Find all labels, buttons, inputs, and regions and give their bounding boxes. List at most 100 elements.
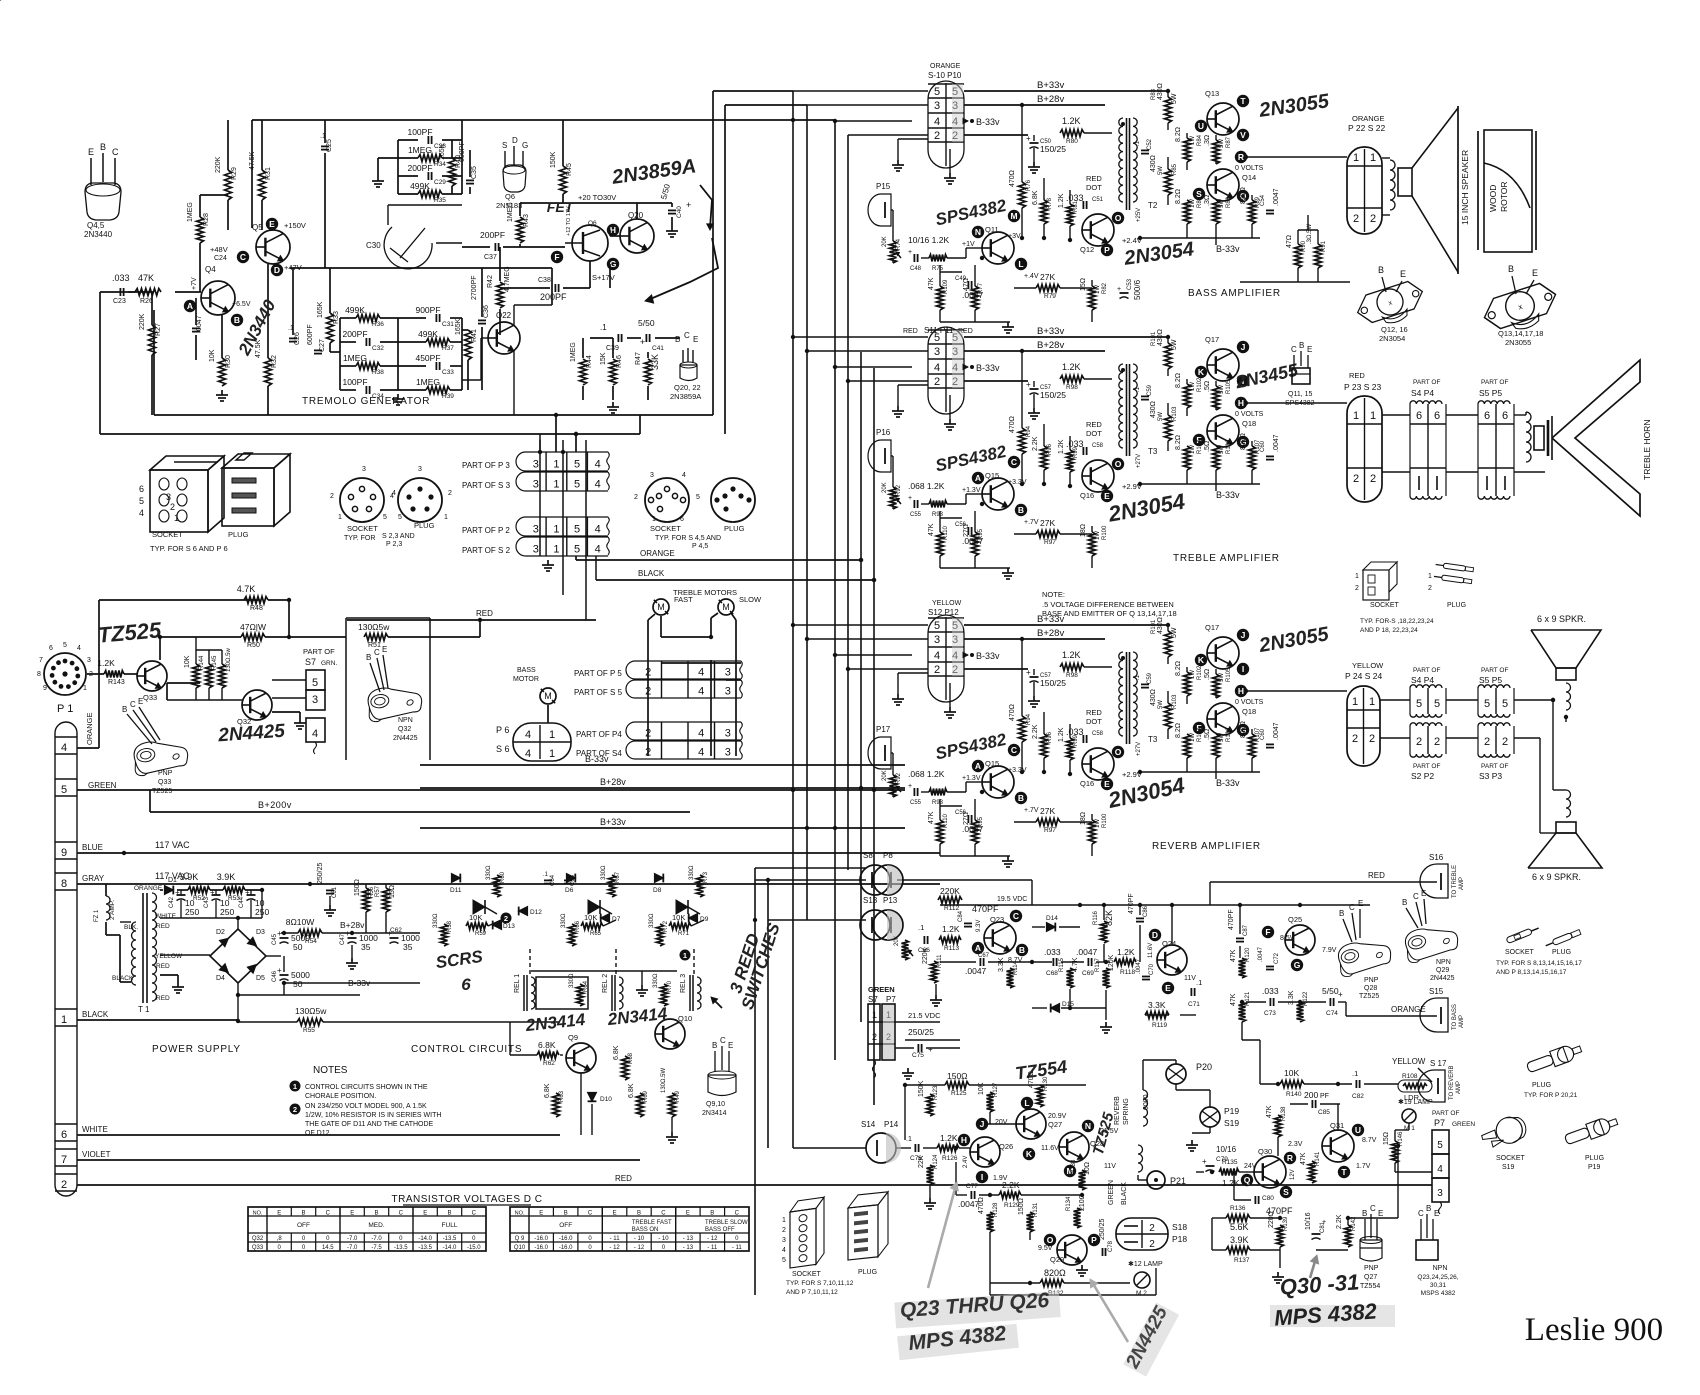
svg-text:.033: .033 bbox=[1262, 986, 1279, 996]
svg-text:R98: R98 bbox=[1066, 672, 1078, 679]
svg-text:6.8K: 6.8K bbox=[544, 1083, 551, 1098]
svg-text:5W: 5W bbox=[1158, 700, 1164, 709]
svg-text:P 4,5: P 4,5 bbox=[692, 543, 708, 550]
svg-text:.0047: .0047 bbox=[1258, 946, 1264, 962]
svg-text:2: 2 bbox=[1370, 473, 1376, 485]
svg-text:Q32: Q32 bbox=[398, 726, 411, 733]
svg-text:2.3V: 2.3V bbox=[1288, 1141, 1303, 1148]
svg-text:✱12 LAMP: ✱12 LAMP bbox=[1128, 1260, 1163, 1268]
svg-text:B: B bbox=[447, 1211, 451, 1217]
svg-text:D: D bbox=[1152, 930, 1158, 940]
svg-text:AMP: AMP bbox=[1459, 1015, 1465, 1028]
svg-text:4: 4 bbox=[782, 1247, 786, 1254]
svg-text:B: B bbox=[637, 1211, 641, 1217]
svg-text:C27: C27 bbox=[319, 339, 326, 352]
svg-text:D13: D13 bbox=[503, 923, 515, 930]
svg-text:TYP. FOR S 6 AND P 6: TYP. FOR S 6 AND P 6 bbox=[150, 544, 228, 553]
svg-text:Q9,10: Q9,10 bbox=[706, 1101, 725, 1108]
svg-text:Q6: Q6 bbox=[505, 192, 515, 201]
svg-text:Q20, 22: Q20, 22 bbox=[674, 383, 701, 392]
svg-text:-13.5: -13.5 bbox=[443, 1236, 457, 1242]
svg-text:MOTOR: MOTOR bbox=[513, 676, 539, 683]
svg-text:C: C bbox=[684, 331, 690, 340]
svg-text:P: P bbox=[1091, 1235, 1097, 1245]
svg-text:R104: R104 bbox=[1197, 439, 1203, 454]
svg-text:VIOLET: VIOLET bbox=[82, 1150, 111, 1159]
svg-text:PLUG: PLUG bbox=[858, 1269, 877, 1276]
svg-text:C86: C86 bbox=[1143, 905, 1149, 917]
svg-text:2: 2 bbox=[61, 1179, 67, 1191]
svg-text:R143: R143 bbox=[108, 679, 125, 686]
svg-text:C59: C59 bbox=[1147, 672, 1153, 684]
svg-text:470PF: 470PF bbox=[1228, 909, 1235, 930]
svg-text:C44: C44 bbox=[239, 896, 245, 908]
svg-text:T: T bbox=[1341, 1167, 1347, 1177]
svg-text:4: 4 bbox=[698, 728, 704, 740]
svg-text:R79: R79 bbox=[1044, 293, 1056, 300]
svg-text:R95: R95 bbox=[978, 816, 984, 828]
svg-text:R48: R48 bbox=[250, 605, 263, 612]
svg-text:Q27: Q27 bbox=[1048, 1120, 1062, 1129]
svg-text:R103: R103 bbox=[1172, 406, 1178, 421]
svg-text:5: 5 bbox=[574, 544, 580, 556]
svg-text:Q11, 15: Q11, 15 bbox=[1288, 391, 1312, 398]
svg-text:BLACK: BLACK bbox=[638, 569, 665, 578]
svg-text:R82: R82 bbox=[1102, 282, 1108, 294]
svg-text:S-10 P10: S-10 P10 bbox=[928, 71, 962, 80]
svg-text:5W: 5W bbox=[1171, 627, 1178, 638]
svg-text:E: E bbox=[88, 147, 94, 157]
svg-text:.5Ω: .5Ω bbox=[1204, 729, 1211, 740]
svg-text:1.2K: 1.2K bbox=[1058, 193, 1065, 208]
svg-text:R69: R69 bbox=[643, 1090, 649, 1102]
svg-text:P19: P19 bbox=[1224, 1106, 1239, 1116]
svg-text:Q26: Q26 bbox=[999, 1142, 1013, 1151]
svg-text:NPN: NPN bbox=[1436, 959, 1451, 966]
svg-text:1: 1 bbox=[1355, 573, 1359, 580]
svg-text:R95: R95 bbox=[978, 528, 984, 540]
svg-text:1: 1 bbox=[1369, 696, 1375, 708]
svg-text:M: M bbox=[1010, 211, 1017, 221]
svg-text:RED: RED bbox=[156, 963, 170, 970]
svg-text:5: 5 bbox=[398, 514, 402, 521]
svg-text:2: 2 bbox=[1502, 736, 1508, 748]
svg-text:130Ω5w: 130Ω5w bbox=[295, 1006, 327, 1016]
svg-text:TYP. FOR S 7,10,11,12: TYP. FOR S 7,10,11,12 bbox=[786, 1280, 854, 1287]
svg-text:D8: D8 bbox=[653, 887, 662, 894]
svg-text:1.2K: 1.2K bbox=[1058, 727, 1065, 742]
svg-text:450PF: 450PF bbox=[415, 353, 440, 363]
svg-text:47K: 47K bbox=[928, 277, 935, 290]
svg-text:P 24 S 24: P 24 S 24 bbox=[1345, 671, 1382, 681]
svg-text:+: + bbox=[1026, 380, 1031, 389]
svg-text:C87: C87 bbox=[1243, 924, 1249, 936]
svg-text:1: 1 bbox=[549, 748, 555, 760]
svg-text:SOCKET: SOCKET bbox=[792, 1271, 822, 1278]
svg-text:4: 4 bbox=[595, 459, 601, 471]
svg-text:5/50: 5/50 bbox=[638, 318, 655, 328]
svg-text:POWER SUPPLY: POWER SUPPLY bbox=[152, 1044, 241, 1055]
svg-text:PART OF: PART OF bbox=[1413, 763, 1440, 770]
svg-text:E: E bbox=[1307, 345, 1312, 354]
svg-text:R31: R31 bbox=[265, 167, 272, 180]
svg-text:4: 4 bbox=[698, 747, 704, 759]
svg-text:1MEG: 1MEG bbox=[343, 353, 367, 363]
svg-text:DOT: DOT bbox=[1086, 429, 1102, 438]
svg-text:30,31: 30,31 bbox=[1430, 1282, 1447, 1289]
svg-text:AND P 18, 22,23,24: AND P 18, 22,23,24 bbox=[1360, 627, 1418, 634]
svg-text:J: J bbox=[1241, 630, 1246, 640]
svg-text:11V: 11V bbox=[1184, 975, 1196, 982]
svg-text:+.7V: +.7V bbox=[1024, 807, 1039, 814]
svg-text:+6.5V: +6.5V bbox=[232, 301, 251, 308]
svg-text:R138: R138 bbox=[1281, 1106, 1287, 1121]
svg-text:R121: R121 bbox=[1245, 991, 1251, 1006]
svg-text:47Ω|W: 47Ω|W bbox=[240, 622, 266, 632]
svg-text:499K: 499K bbox=[410, 181, 430, 191]
svg-text:TYP. FOR P 20,21: TYP. FOR P 20,21 bbox=[1524, 1092, 1578, 1099]
svg-text:C61: C61 bbox=[332, 886, 338, 898]
svg-text:SOCKET: SOCKET bbox=[1505, 949, 1535, 956]
svg-text:+1V: +1V bbox=[962, 241, 975, 248]
svg-text:R71: R71 bbox=[678, 931, 690, 937]
svg-text:27Ω: 27Ω bbox=[963, 812, 970, 825]
svg-text:ROTOR: ROTOR bbox=[1499, 181, 1509, 212]
svg-text:RED: RED bbox=[1086, 174, 1102, 183]
svg-text:S19: S19 bbox=[1224, 1118, 1239, 1128]
